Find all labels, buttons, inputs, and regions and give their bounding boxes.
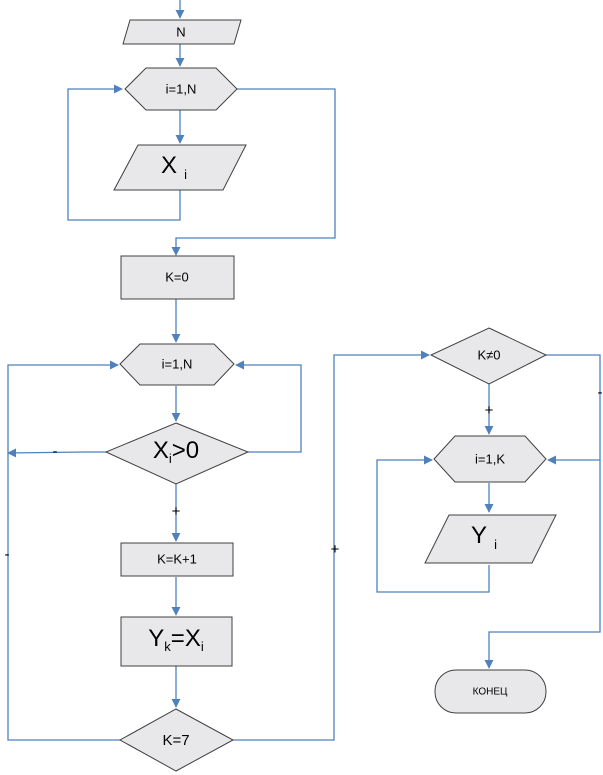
end-label: КОНЕЦ <box>473 687 508 698</box>
assign-k0-label: K=0 <box>165 269 189 284</box>
assign-y-eq: =X <box>171 625 201 652</box>
cond-kne0-shape <box>429 327 548 385</box>
cond-k7-shape <box>118 708 235 772</box>
loop2-label: i=1,N <box>162 356 193 371</box>
arrow-loop1-exit <box>171 88 336 256</box>
cond-x-rest: >0 <box>172 437 199 464</box>
branch-minus-kne0: - <box>598 384 603 401</box>
assign-y-shape <box>120 616 233 667</box>
output-y-shape <box>424 514 557 564</box>
assign-y-sub1: k <box>164 639 171 654</box>
input-x-base: X <box>161 152 177 179</box>
cond-kne0-block: K≠0 <box>429 327 548 385</box>
loop1-label: i=1,N <box>166 81 197 96</box>
branch-minus-cond-x: - <box>53 443 58 460</box>
branch-plus-cond-x: + <box>172 503 181 520</box>
end-shape <box>434 669 547 714</box>
arrow-cond-x-return <box>235 360 302 453</box>
arrow-loop1-return <box>67 84 181 221</box>
cond-x-base: X <box>153 437 169 464</box>
input-n-label: N <box>176 24 185 39</box>
assign-y-sub2: i <box>201 639 204 654</box>
arrow-loop3-return <box>376 455 490 593</box>
branch-labels: - + - + + - <box>5 384 603 563</box>
end-block: КОНЕЦ <box>434 669 547 714</box>
assign-y-block: Yk=Xi <box>120 616 233 667</box>
input-x-sub: i <box>184 167 187 182</box>
connectors <box>7 0 601 741</box>
cond-k7-label: K=7 <box>162 732 189 749</box>
arrow-cond-x-minus <box>7 448 106 458</box>
inc-k-shape <box>120 542 234 577</box>
input-x-shape <box>113 144 247 191</box>
assign-y-base: Y <box>148 625 164 652</box>
input-n-shape <box>122 19 242 45</box>
inc-k-block: K=K+1 <box>120 542 234 577</box>
output-y-sub: i <box>494 537 497 552</box>
cond-x-shape <box>104 422 250 485</box>
cond-x-label: Xi>0 <box>153 437 199 466</box>
loop3-shape <box>433 435 547 483</box>
cond-k7-block: K=7 <box>118 708 235 772</box>
arrow-loop3-exit-to-end <box>484 460 601 669</box>
assign-k0-shape <box>120 255 235 300</box>
loop3-block: i=1,K <box>433 435 547 483</box>
loop3-label: i=1,K <box>475 451 505 466</box>
cond-x-block: Xi>0 <box>104 422 250 485</box>
output-y-base: Y <box>471 522 487 549</box>
arrow-k7-minus-return <box>7 360 120 741</box>
arrow-k7-plus <box>233 350 430 741</box>
loop2-shape <box>119 343 235 386</box>
cond-x-sub: i <box>169 451 172 466</box>
input-n-block: N <box>122 19 242 45</box>
branch-plus-k7: + <box>331 541 340 558</box>
branch-plus-kne0: + <box>485 402 494 419</box>
loop1-shape <box>124 67 238 111</box>
arrow-kne0-minus <box>546 354 601 465</box>
inc-k-label: K=K+1 <box>157 551 197 566</box>
cond-kne0-label: K≠0 <box>477 347 500 362</box>
assign-y-label: Yk=Xi <box>148 625 204 654</box>
loop2-block: i=1,N <box>119 343 235 386</box>
assign-k0-block: K=0 <box>120 255 235 300</box>
branch-minus-k7: - <box>5 546 10 563</box>
loop1-block: i=1,N <box>124 67 238 111</box>
